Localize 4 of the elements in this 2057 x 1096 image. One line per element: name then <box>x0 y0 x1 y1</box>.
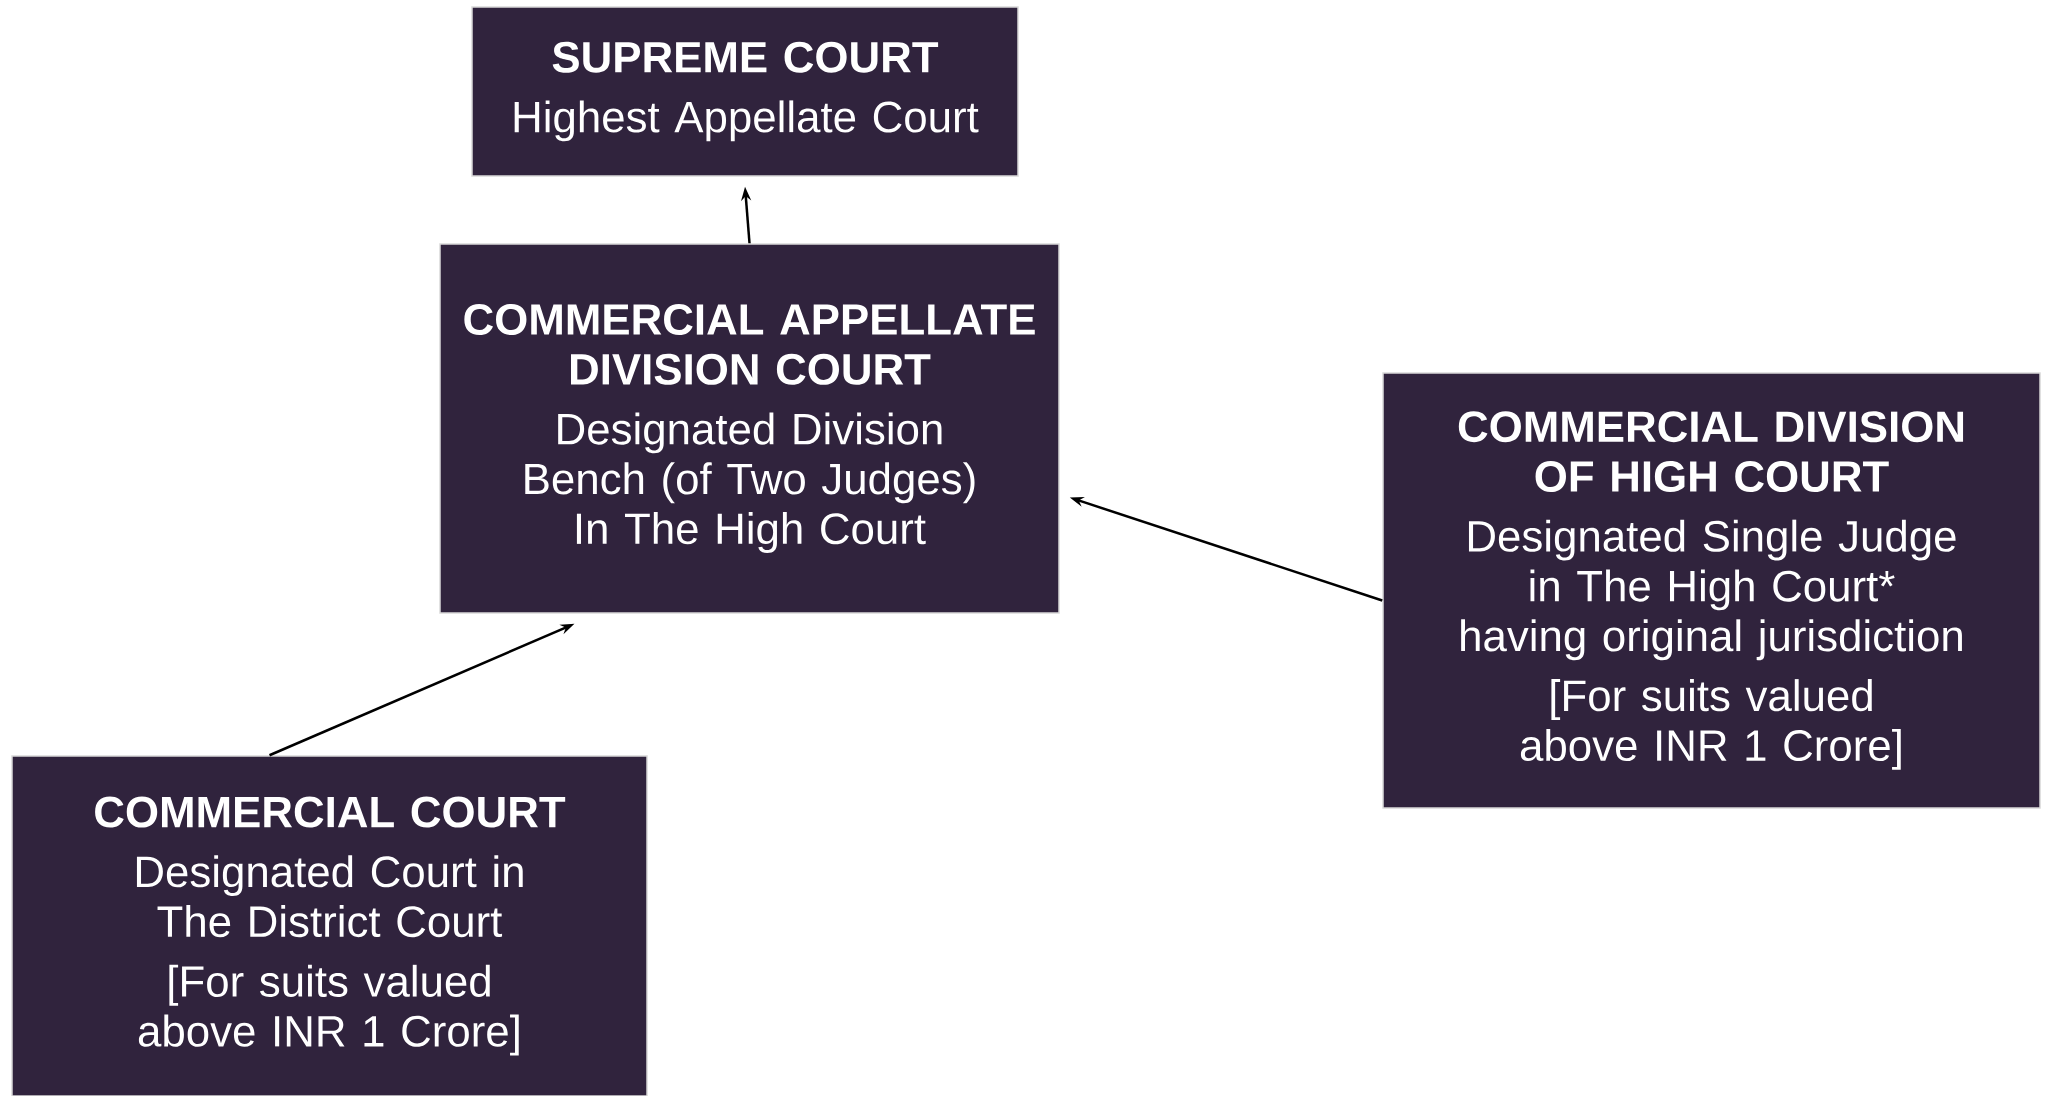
court-box: COMMERCIAL DIVISION OF HIGH COURT Designated Single Judge in The High Court* having original jurisdiction [For suits valued above INR 1 Crore] <box>1382 372 2041 809</box>
court-box: COMMERCIAL COURT Designated Court in The District Court [For suits valued above INR 1 Crore] <box>11 755 648 1096</box>
court-box: COMMERCIAL APPELLATE DIVISION COURT Designated Division Bench (of Two Judges) In The High Court <box>439 243 1060 614</box>
court-box: SUPREME COURT Highest Appellate Court <box>471 6 1019 177</box>
